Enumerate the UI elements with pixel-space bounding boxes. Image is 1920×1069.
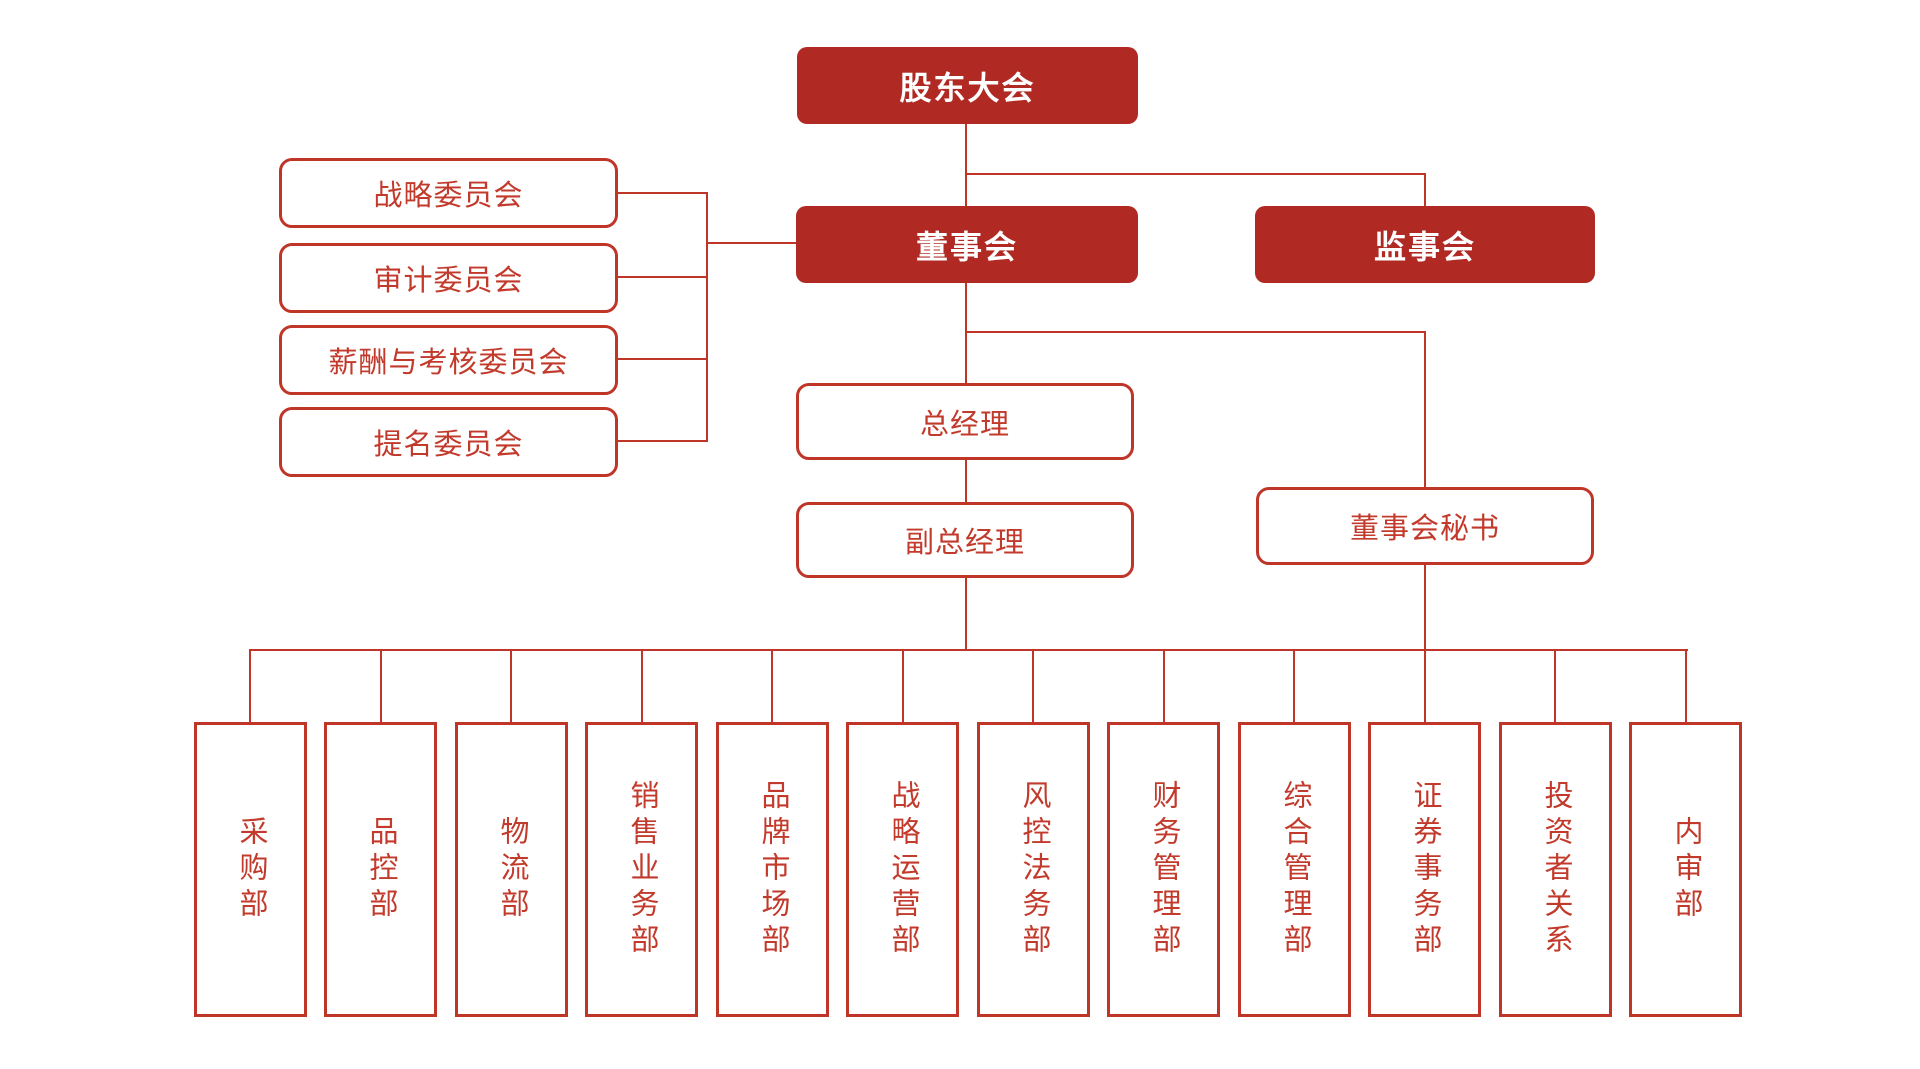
- node-supervisory-board-label: 监事会: [1373, 228, 1476, 265]
- connector-drop-dept-12: [1685, 650, 1687, 722]
- node-board-of-directors: 董事会: [796, 206, 1138, 283]
- node-committee-strategy: 战略委员会: [279, 158, 618, 228]
- node-dept-procurement: 采购部: [194, 722, 307, 1017]
- node-dept-quality-control: 品控部: [324, 722, 437, 1017]
- node-dept-brand-marketing-label: 品牌市场部: [757, 779, 789, 960]
- connector-drop-dept-11: [1554, 650, 1556, 722]
- node-dept-logistics: 物流部: [455, 722, 568, 1017]
- connector-board-secretary-v: [1424, 331, 1426, 487]
- connector-drop-dept-5: [771, 650, 773, 722]
- node-dept-general-management-label: 综合管理部: [1279, 779, 1311, 960]
- connector-drop-dept-1: [249, 650, 251, 722]
- node-committee-audit-label: 审计委员会: [373, 265, 524, 297]
- connector-board-secretary-h: [965, 331, 1426, 333]
- connector-shareholders-board: [965, 124, 967, 206]
- node-board-secretary: 董事会秘书: [1256, 487, 1594, 565]
- connector-drop-dept-8: [1163, 650, 1165, 722]
- node-dept-strategy-operations-label: 战略运营部: [887, 779, 919, 960]
- node-committee-nomination-label: 提名委员会: [373, 429, 524, 461]
- node-dept-procurement-label: 采购部: [235, 815, 267, 924]
- connector-shareholders-supervisory-v: [1424, 173, 1426, 206]
- node-board-of-directors-label: 董事会: [915, 228, 1018, 265]
- node-committee-audit: 审计委员会: [279, 243, 618, 313]
- node-dept-investor-relations-label: 投资者关系: [1540, 779, 1572, 960]
- connector-shareholders-supervisory-h: [965, 173, 1426, 175]
- connector-drop-dept-2: [380, 650, 382, 722]
- node-dept-strategy-operations: 战略运营部: [846, 722, 959, 1017]
- node-dept-finance-management: 财务管理部: [1107, 722, 1220, 1017]
- connector-committee-2-stub: [616, 276, 708, 278]
- connector-drop-dept-7: [1032, 650, 1034, 722]
- node-dept-brand-marketing: 品牌市场部: [716, 722, 829, 1017]
- node-dept-securities-affairs: 证券事务部: [1368, 722, 1481, 1017]
- node-dept-securities-affairs-label: 证券事务部: [1409, 779, 1441, 960]
- connector-drop-dept-3: [510, 650, 512, 722]
- node-committee-strategy-label: 战略委员会: [373, 180, 524, 212]
- node-dept-finance-management-label: 财务管理部: [1148, 779, 1180, 960]
- node-committee-remuneration-appraisal: 薪酬与考核委员会: [279, 325, 618, 395]
- connector-board-gm: [965, 283, 967, 383]
- connector-committee-trunk: [706, 192, 708, 442]
- connector-secretary-bus: [1424, 565, 1426, 722]
- node-dept-quality-control-label: 品控部: [365, 815, 397, 924]
- connector-committee-3-stub: [616, 358, 708, 360]
- node-shareholders-meeting: 股东大会: [797, 47, 1138, 124]
- connector-department-bus: [249, 649, 1688, 651]
- node-general-manager: 总经理: [796, 383, 1134, 460]
- node-deputy-general-manager: 副总经理: [796, 502, 1134, 578]
- connector-dgm-bus: [965, 578, 967, 650]
- node-dept-logistics-label: 物流部: [496, 815, 528, 924]
- connector-committees-board: [706, 242, 798, 244]
- node-board-secretary-label: 董事会秘书: [1349, 513, 1500, 545]
- node-deputy-general-manager-label: 副总经理: [904, 527, 1025, 559]
- node-dept-sales-business: 销售业务部: [585, 722, 698, 1017]
- connector-drop-dept-9: [1293, 650, 1295, 722]
- node-dept-internal-audit-label: 内审部: [1670, 815, 1702, 924]
- node-dept-investor-relations: 投资者关系: [1499, 722, 1612, 1017]
- connector-drop-dept-6: [902, 650, 904, 722]
- connector-committee-1-stub: [616, 192, 708, 194]
- node-dept-sales-business-label: 销售业务部: [626, 779, 658, 960]
- node-dept-general-management: 综合管理部: [1238, 722, 1351, 1017]
- connector-drop-dept-4: [641, 650, 643, 722]
- node-committee-remuneration-appraisal-label: 薪酬与考核委员会: [328, 347, 569, 379]
- node-committee-nomination: 提名委员会: [279, 407, 618, 477]
- connector-committee-4-stub: [616, 440, 708, 442]
- node-supervisory-board: 监事会: [1255, 206, 1595, 283]
- node-dept-internal-audit: 内审部: [1629, 722, 1742, 1017]
- node-dept-risk-legal: 风控法务部: [977, 722, 1090, 1017]
- node-dept-risk-legal-label: 风控法务部: [1018, 779, 1050, 960]
- connector-gm-dgm: [965, 460, 967, 502]
- node-shareholders-meeting-label: 股东大会: [899, 69, 1036, 106]
- node-general-manager-label: 总经理: [919, 408, 1010, 441]
